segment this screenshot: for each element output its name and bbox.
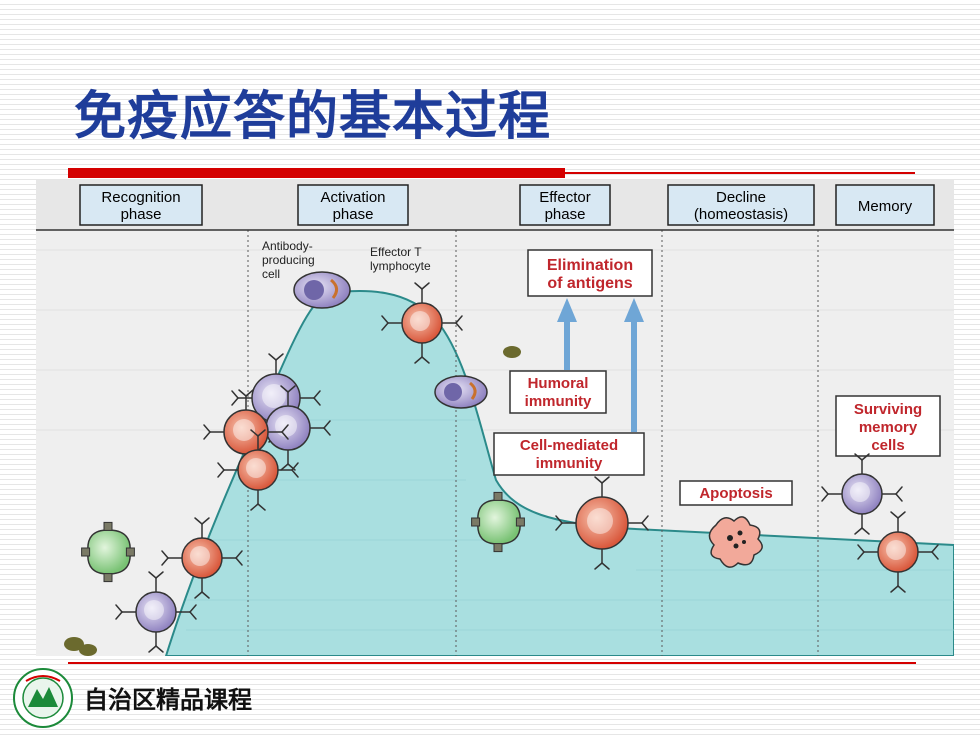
svg-text:Humoral: Humoral bbox=[528, 375, 589, 392]
effector-t-cell bbox=[381, 282, 463, 364]
svg-text:Elimination: Elimination bbox=[547, 257, 633, 274]
svg-text:memory: memory bbox=[859, 419, 918, 436]
t-cell bbox=[161, 517, 243, 599]
antibody-producing-cell-label: Antibody- producing cell bbox=[262, 239, 315, 281]
svg-text:Surviving: Surviving bbox=[854, 401, 922, 418]
svg-text:immunity: immunity bbox=[536, 455, 603, 472]
svg-text:lymphocyte: lymphocyte bbox=[370, 259, 431, 273]
footer-text: 自治区精品课程 bbox=[84, 686, 252, 714]
phase-label: phase bbox=[545, 206, 586, 223]
svg-text:Antibody-: Antibody- bbox=[262, 239, 313, 253]
slide-title: 免疫应答的基本过程 bbox=[74, 87, 552, 147]
up-arrow-icon bbox=[624, 298, 644, 432]
immune-response-diagram: Recognition phase Activation phase Effec… bbox=[36, 180, 954, 656]
phase-box-decline: Decline (homeostasis) bbox=[667, 184, 815, 226]
phase-label: Decline bbox=[716, 189, 766, 206]
title-accent-bar bbox=[68, 168, 565, 178]
antigen-presenting-cell bbox=[81, 521, 135, 583]
up-arrow-icon bbox=[557, 298, 577, 370]
svg-text:cell: cell bbox=[262, 267, 280, 281]
phase-label: phase bbox=[121, 206, 162, 223]
title-accent-line bbox=[565, 172, 915, 174]
effector-t-lymphocyte-label: Effector T lymphocyte bbox=[370, 245, 431, 273]
elimination-of-antigens-label: Elimination of antigens bbox=[527, 249, 653, 297]
phase-box-activation: Activation phase bbox=[297, 184, 409, 226]
phase-box-effector: Effector phase bbox=[519, 184, 611, 226]
university-logo-icon bbox=[12, 667, 74, 733]
antigen-presenting-cell bbox=[471, 491, 525, 553]
phase-label: (homeostasis) bbox=[694, 206, 788, 223]
humoral-immunity-label: Humoral immunity bbox=[509, 370, 607, 414]
surviving-memory-cells-label: Surviving memory cells bbox=[835, 395, 941, 457]
svg-text:producing: producing bbox=[262, 253, 315, 267]
antibody-producing-cell bbox=[434, 375, 488, 409]
effector-t-cell bbox=[555, 476, 649, 570]
svg-text:Effector T: Effector T bbox=[370, 245, 422, 259]
memory-t-cell bbox=[857, 511, 939, 593]
svg-text:Cell-mediated: Cell-mediated bbox=[520, 437, 618, 454]
t-cell bbox=[217, 429, 299, 511]
antigen bbox=[64, 346, 521, 656]
phase-label: Effector bbox=[539, 189, 590, 206]
phase-label: phase bbox=[333, 206, 374, 223]
cell-mediated-immunity-label: Cell-mediated immunity bbox=[493, 432, 645, 476]
antibody-producing-cell bbox=[293, 271, 351, 309]
phase-label: Recognition bbox=[101, 189, 180, 206]
phase-label: Activation bbox=[320, 189, 385, 206]
svg-text:immunity: immunity bbox=[525, 393, 592, 410]
memory-b-cell bbox=[821, 453, 903, 535]
apoptosis-label: Apoptosis bbox=[679, 480, 793, 506]
b-cell bbox=[115, 571, 197, 653]
phase-label: Memory bbox=[858, 198, 913, 215]
phase-box-memory: Memory bbox=[835, 184, 935, 226]
phase-box-recognition: Recognition phase bbox=[79, 184, 203, 226]
svg-text:Apoptosis: Apoptosis bbox=[699, 485, 772, 502]
footer-rule bbox=[68, 662, 916, 664]
svg-text:cells: cells bbox=[871, 437, 904, 454]
svg-text:of antigens: of antigens bbox=[547, 275, 632, 292]
apoptotic-cell bbox=[708, 516, 763, 568]
